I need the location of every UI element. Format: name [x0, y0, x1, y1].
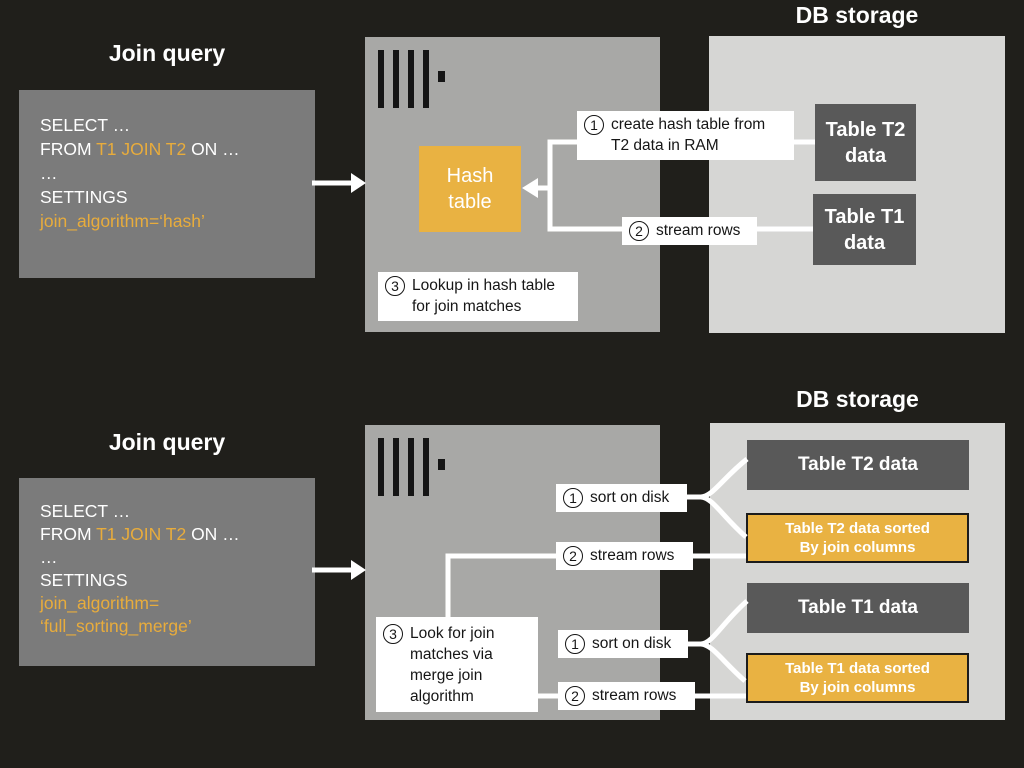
step-number-badge: 1: [584, 115, 604, 135]
step-number-badge: 3: [385, 276, 405, 296]
step-text: sort on disk: [590, 489, 670, 506]
step-lookup-callout: 3 Lookup in hash table for join matches: [378, 272, 578, 321]
table-t1-data-box: Table T1 data: [747, 583, 969, 633]
step-stream-rows-t1-callout: 2 stream rows: [558, 682, 695, 710]
sql-line-from: FROM T1 JOIN T2 ON …: [40, 139, 240, 159]
step-number-badge: 2: [629, 221, 649, 241]
hash-join-query-panel: [19, 90, 315, 278]
step-text: Look for join matches via merge join alg…: [410, 625, 495, 705]
step-stream-rows-t2-callout: 2 stream rows: [556, 542, 693, 570]
merge-join-query-title: Join query: [108, 429, 226, 455]
table-t2-sorted-box: Table T2 data sorted By join columns: [746, 513, 969, 563]
step-text: stream rows: [656, 222, 741, 239]
table-t2-data-box: Table T2 data: [815, 104, 916, 181]
hash-table-box: Hash table: [419, 146, 521, 232]
step-text: create hash table from T2 data in RAM: [611, 116, 766, 154]
step-text: Lookup in hash table for join matches: [412, 277, 556, 315]
step-create-hash-table-callout: 1 create hash table from T2 data in RAM: [577, 111, 794, 160]
merge-join-db-storage-title: DB storage: [796, 386, 919, 412]
sql-join-highlight: T1 JOIN T2: [96, 524, 187, 544]
hash-join-db-storage-title: DB storage: [795, 2, 919, 28]
step-number-badge: 3: [383, 624, 403, 644]
sql-line-ellipsis: …: [40, 547, 58, 567]
step-number-badge: 1: [565, 634, 585, 654]
step-number-badge: 2: [565, 686, 585, 706]
sql-join-highlight: T1 JOIN T2: [96, 139, 187, 159]
table-t2-data-box: Table T2 data: [747, 440, 969, 490]
clickhouse-logo-icon: [378, 438, 460, 496]
sql-line-from: FROM T1 JOIN T2 ON …: [40, 524, 240, 544]
sql-line-select: SELECT …: [40, 115, 131, 135]
merge-join-query-panel: [19, 478, 315, 666]
step-stream-rows-callout: 2 stream rows: [622, 217, 757, 245]
sql-line-algorithm-2: ‘full_sorting_merge’: [40, 616, 192, 636]
sql-line-algorithm-1: join_algorithm=: [40, 593, 160, 613]
step-sort-on-disk-t2-callout: 1 sort on disk: [556, 484, 687, 512]
step-number-badge: 1: [563, 488, 583, 508]
sql-line-settings: SETTINGS: [40, 570, 128, 590]
step-text: stream rows: [590, 547, 675, 564]
step-merge-join-callout: 3 Look for join matches via merge join a…: [376, 617, 538, 712]
clickhouse-logo-icon: [378, 50, 460, 108]
step-text: sort on disk: [592, 635, 672, 652]
hash-join-db-storage-panel: [709, 36, 1005, 333]
hash-join-sql-text: SELECT … FROM T1 JOIN T2 ON … … SETTINGS…: [40, 113, 240, 233]
table-t1-sorted-box: Table T1 data sorted By join columns: [746, 653, 969, 703]
sql-line-select: SELECT …: [40, 501, 131, 521]
sql-line-settings: SETTINGS: [40, 187, 128, 207]
step-number-badge: 2: [563, 546, 583, 566]
table-t1-data-box: Table T1 data: [813, 194, 916, 265]
step-text: stream rows: [592, 687, 677, 704]
hash-join-query-title: Join query: [108, 40, 226, 66]
sql-line-ellipsis: …: [40, 163, 58, 183]
sql-line-algorithm: join_algorithm=‘hash’: [40, 211, 205, 231]
merge-join-sql-text: SELECT … FROM T1 JOIN T2 ON … … SETTINGS…: [40, 500, 240, 638]
step-sort-on-disk-t1-callout: 1 sort on disk: [558, 630, 688, 658]
